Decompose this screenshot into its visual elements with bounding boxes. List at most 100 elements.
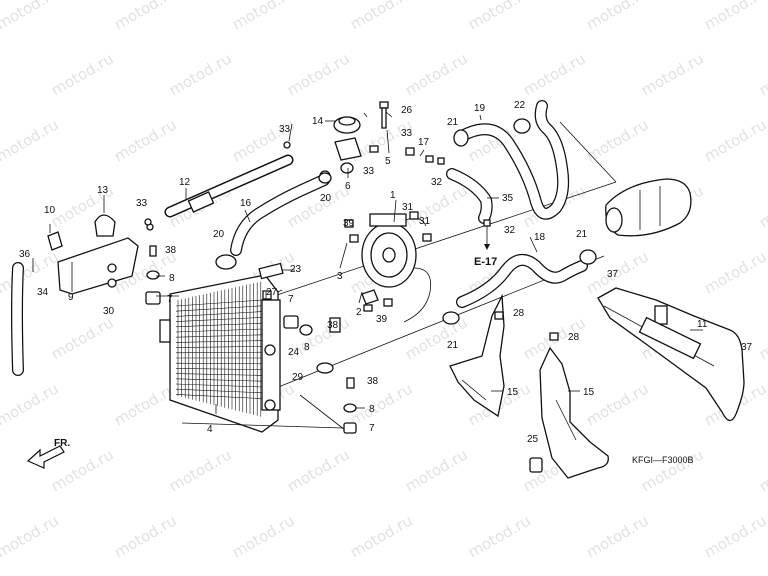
callout-14: 14 [312, 116, 324, 127]
radiator-core-fins [175, 281, 263, 417]
callout-9: 9 [68, 292, 74, 303]
callout-21c: 21 [447, 340, 459, 351]
callout-26: 26 [401, 105, 413, 116]
callout-2: 2 [356, 307, 362, 318]
watermark-text: motod.ru [701, 115, 768, 165]
callout-10: 10 [44, 205, 56, 216]
watermark-text: motod.ru [0, 115, 62, 165]
ref-label: E-17 [474, 256, 497, 268]
side-cover [597, 287, 745, 422]
watermark-text: motod.ru [347, 379, 416, 429]
watermark-text: motod.ru [48, 49, 117, 99]
watermark-text: motod.ru [583, 511, 652, 561]
callout-15b: 15 [583, 387, 595, 398]
callout-38a: 38 [165, 245, 177, 256]
callout-32b: 32 [504, 225, 516, 236]
callout-39a: 39 [343, 218, 355, 229]
watermark-text: motod.ru [284, 445, 353, 495]
callout-37a: 37 [607, 269, 619, 280]
callout-22: 22 [514, 100, 526, 111]
front-arrow-label: FR. [54, 438, 70, 449]
watermark-text: motod.ru [166, 49, 235, 99]
callout-31a: 31 [402, 202, 414, 213]
part-callouts: 1 2 3 4 5 6 7 7 7 8 8 8 9 10 11 12 13 14… [19, 100, 753, 445]
hose-clamps [215, 118, 597, 325]
callout-33d: 33 [401, 128, 413, 139]
callout-21a: 21 [447, 117, 459, 128]
bolt-26 [379, 101, 389, 129]
callout-28a: 28 [513, 308, 525, 319]
fan-fasteners [344, 211, 432, 312]
watermark-text: motod.ru [111, 115, 180, 165]
callout-17: 17 [418, 137, 430, 148]
callout-7c: 7 [369, 423, 375, 434]
watermark-text: motod.ru [347, 511, 416, 561]
watermark-text: motod.ru [0, 0, 62, 33]
watermark-text: motod.ru [402, 445, 471, 495]
callout-39b: 39 [376, 314, 388, 325]
watermark-text: motod.ru [0, 511, 62, 561]
callout-38b: 38 [327, 320, 339, 331]
callout-33a: 33 [279, 124, 291, 135]
callout-5: 5 [385, 156, 391, 167]
watermark-text: motod.ru [48, 313, 117, 363]
overflow-hose [11, 262, 24, 376]
callout-12: 12 [179, 177, 191, 188]
callout-19: 19 [474, 103, 486, 114]
callout-23: 23 [290, 264, 302, 275]
callout-8b: 8 [304, 342, 310, 353]
callout-30: 30 [103, 306, 115, 317]
watermark-text: motod.ru [111, 511, 180, 561]
watermark-text: motod.ru [166, 445, 235, 495]
watermark-text: motod.ru [0, 247, 62, 297]
callout-3: 3 [337, 271, 343, 282]
radiator-cap [333, 116, 361, 134]
watermark-text: motod.ru [701, 247, 768, 297]
watermark-text: motod.ru [583, 0, 652, 33]
watermark-text: motod.ru [701, 511, 768, 561]
callout-16: 16 [240, 198, 252, 209]
watermark-text: motod.ru [701, 0, 768, 33]
diagram-code: KFGI—F3000B [632, 455, 694, 465]
callout-6: 6 [345, 181, 351, 192]
watermark-text: motod.ru [465, 511, 534, 561]
fan-shroud-left [449, 293, 505, 418]
callout-28b: 28 [568, 332, 580, 343]
callout-7b: 7 [288, 294, 294, 305]
watermark-text: motod.ru [347, 0, 416, 33]
callout-37b: 37 [741, 342, 753, 353]
callout-36: 36 [19, 249, 31, 260]
watermark-text: motod.ru [284, 49, 353, 99]
small-fasteners [144, 141, 491, 227]
callout-15a: 15 [507, 387, 519, 398]
callout-18: 18 [534, 232, 546, 243]
watermark-text: motod.ru [402, 49, 471, 99]
cooling-fan-motor [361, 213, 432, 323]
callout-1: 1 [390, 190, 396, 201]
watermark-text: motod.ru [756, 49, 768, 99]
callout-11: 11 [697, 319, 708, 330]
water-pump-housing [605, 178, 692, 237]
callout-21b: 21 [576, 229, 588, 240]
watermark-text: motod.ru [520, 49, 589, 99]
callout-8a: 8 [169, 273, 175, 284]
callout-8c: 8 [369, 404, 375, 415]
shroud-bolts [494, 311, 559, 473]
callout-33b: 33 [136, 198, 148, 209]
watermark-text: motod.ru [638, 49, 707, 99]
watermark-text: motod.ru [229, 511, 298, 561]
callout-4: 4 [207, 424, 213, 435]
front-direction-arrow: FR. [26, 438, 70, 469]
thermo-switch [258, 262, 284, 280]
reference-arrow: E-17 [474, 226, 497, 268]
watermark-text: motod.ru [402, 313, 471, 363]
watermark-text: motod.ru [756, 313, 768, 363]
callout-13: 13 [97, 185, 109, 196]
watermark-text: motod.ru [638, 445, 707, 495]
reserve-tank [47, 214, 154, 295]
coolant-hoses [230, 100, 588, 308]
watermark-text: motod.ru [229, 0, 298, 33]
callout-27: 27 [266, 287, 278, 298]
watermark-text: motod.ru [465, 0, 534, 33]
